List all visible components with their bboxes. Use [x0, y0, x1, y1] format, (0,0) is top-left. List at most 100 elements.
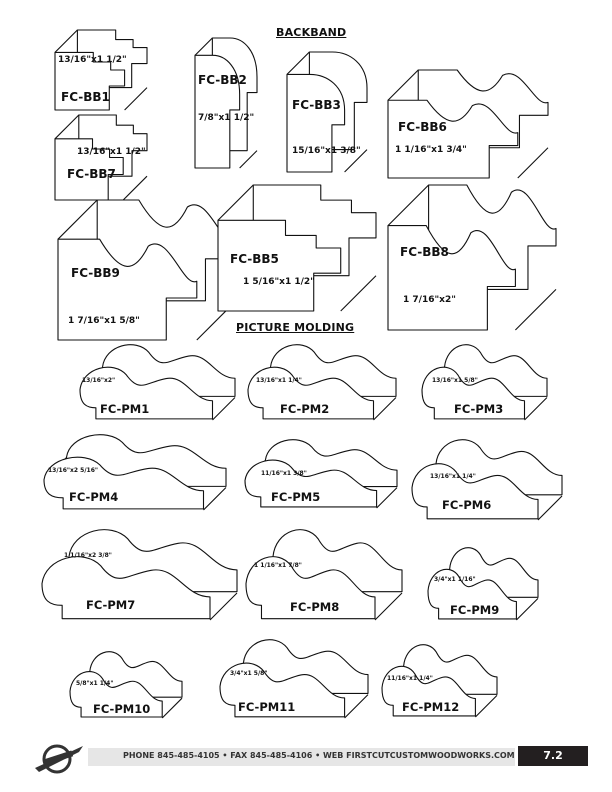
molding-code: FC-BB2	[198, 73, 247, 87]
molding-front-face	[387, 225, 516, 331]
molding-code: FC-BB3	[292, 98, 341, 112]
extrusion-edge	[194, 37, 213, 56]
molding-profile-drawing	[54, 29, 148, 111]
molding-code: FC-BB5	[230, 252, 279, 266]
molding-code: FC-BB9	[71, 266, 120, 280]
molding-code: FC-PM12	[402, 700, 460, 714]
molding-profile-drawing	[57, 199, 237, 341]
extrusion-edge	[286, 51, 310, 75]
molding-profile-drawing	[381, 644, 498, 718]
molding-front-face	[427, 568, 517, 620]
molding-size: 15/16"x1 3/8"	[292, 146, 361, 156]
molding-size: 13/16"x1 1/4"	[256, 377, 302, 384]
molding-front-face	[79, 366, 214, 420]
molding-size: 1 1/16"x1 3/4"	[395, 145, 467, 155]
picture-molding-heading: PICTURE MOLDING	[236, 321, 355, 334]
molding-profile-drawing	[247, 344, 397, 421]
molding-code: FC-PM8	[290, 600, 340, 614]
molding-code: FC-BB1	[61, 90, 110, 104]
molding-code: FC-PM9	[450, 603, 500, 617]
molding-size: 1 1/16"x2 3/8"	[64, 552, 112, 559]
extrusion-edge	[212, 397, 236, 421]
molding-fc-pm3: 13/16"x1 5/8" FC-PM3	[421, 344, 548, 421]
molding-profile-drawing	[41, 529, 238, 621]
molding-profile-drawing	[217, 184, 377, 312]
molding-profile-drawing	[387, 69, 549, 179]
extrusion-edge	[374, 592, 403, 621]
molding-front-face	[286, 73, 346, 173]
molding-size: 1 7/16"x2"	[403, 295, 456, 305]
molding-front-face	[247, 366, 375, 420]
molding-fc-pm7: 1 1/16"x2 3/8" FC-PM7	[41, 529, 238, 621]
molding-fc-bb6: FC-BB6 1 1/16"x1 3/4"	[387, 69, 549, 179]
molding-size: 13/16"x1 1/2"	[77, 147, 146, 157]
molding-size: 13/16"x2 5/16"	[48, 467, 98, 474]
molding-fc-pm6: 13/16"x1 1/4" FC-PM6	[411, 439, 563, 521]
extrusion-edge	[217, 184, 254, 221]
extrusion-edge	[124, 87, 148, 111]
molding-size: 7/8"x1 1/2"	[198, 113, 255, 123]
extrusion-edge	[344, 149, 368, 173]
molding-code: FC-PM5	[271, 490, 321, 504]
molding-profile-drawing	[286, 51, 368, 173]
molding-code: FC-PM6	[442, 498, 492, 512]
molding-fc-pm10: 5/8"x1 1/4" FC-PM10	[69, 651, 183, 719]
molding-front-face	[217, 219, 342, 312]
extrusion-edge	[239, 150, 258, 169]
molding-size: 3/4"x1 5/8"	[230, 670, 268, 677]
extrusion-edge	[57, 199, 98, 240]
molding-fc-pm11: 3/4"x1 5/8" FC-PM11	[219, 639, 369, 719]
molding-profile-drawing	[244, 439, 398, 509]
molding-fc-bb3: FC-BB3 15/16"x1 3/8"	[286, 51, 368, 173]
molding-size: 3/4"x1 1/16"	[434, 576, 476, 583]
molding-fc-pm4: 13/16"x2 5/16" FC-PM4	[43, 434, 227, 511]
backband-heading: BACKBAND	[276, 26, 347, 39]
molding-size: 11/16"x1 1/4"	[387, 675, 433, 682]
molding-code: FC-PM2	[280, 402, 330, 416]
molding-front-face	[245, 556, 376, 620]
molding-fc-bb9: FC-BB9 1 7/16"x1 5/8"	[57, 199, 237, 341]
molding-front-face	[387, 99, 519, 179]
molding-front-face	[41, 556, 211, 620]
molding-profile-drawing	[411, 439, 563, 521]
company-logo	[35, 744, 83, 774]
molding-size: 1 5/16"x1 1/2"	[243, 277, 315, 287]
molding-front-face	[421, 366, 526, 420]
molding-front-face	[54, 138, 124, 201]
molding-profile-drawing	[43, 434, 227, 511]
molding-code: FC-PM3	[454, 402, 504, 416]
molding-front-face	[54, 51, 126, 111]
molding-front-face	[244, 459, 378, 508]
molding-fc-pm5: 11/16"x1 3/8" FC-PM5	[244, 439, 398, 509]
extrusion-edge	[373, 397, 397, 421]
molding-profile-drawing	[194, 37, 258, 169]
molding-code: FC-PM10	[93, 702, 151, 716]
molding-code: FC-PM7	[86, 598, 136, 612]
molding-front-face	[194, 54, 241, 169]
extrusion-edge	[516, 598, 539, 621]
molding-size: 1 7/16"x1 5/8"	[68, 316, 140, 326]
extrusion-edge	[161, 697, 183, 719]
extrusion-edge	[524, 397, 548, 421]
extrusion-edge	[344, 694, 369, 719]
molding-fc-pm2: 13/16"x1 1/4" FC-PM2	[247, 344, 397, 421]
extrusion-edge	[209, 592, 238, 621]
molding-front-face	[381, 665, 476, 717]
molding-profile-drawing	[69, 651, 183, 719]
extrusion-edge	[537, 495, 563, 521]
extrusion-edge	[376, 487, 398, 509]
molding-profile-drawing	[387, 184, 557, 331]
molding-profile-drawing	[421, 344, 548, 421]
molding-size: 5/8"x1 1/4"	[76, 680, 114, 687]
molding-profile-drawing	[245, 529, 403, 621]
extrusion-edge	[517, 147, 549, 179]
molding-fc-bb7: 13/16"x1 1/2" FC-BB7	[54, 114, 148, 201]
molding-size: 13/16"x1 1/4"	[430, 473, 476, 480]
extrusion-edge	[387, 69, 419, 101]
extrusion-edge	[475, 695, 498, 718]
molding-fc-bb5: FC-BB5 1 5/16"x1 1/2"	[217, 184, 377, 312]
extrusion-edge	[54, 114, 80, 140]
molding-size: 13/16"x1 5/8"	[432, 377, 478, 384]
extrusion-edge	[515, 289, 557, 331]
